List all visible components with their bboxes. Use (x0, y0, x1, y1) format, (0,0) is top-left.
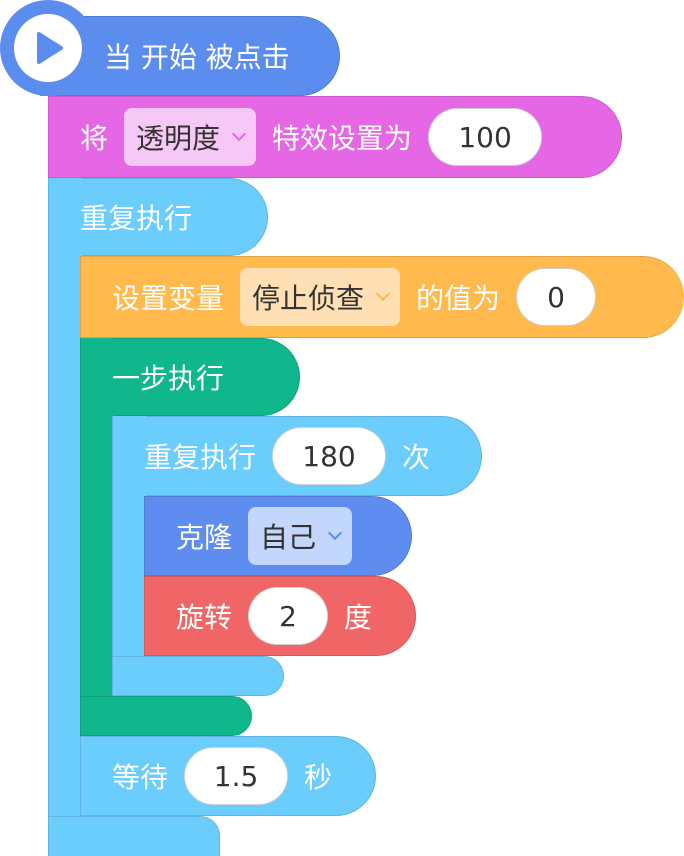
repeat-suffix: 次 (402, 441, 431, 474)
set-effect-prefix: 将 (80, 122, 109, 155)
wait-prefix: 等待 (112, 761, 169, 794)
wait-seconds-input[interactable]: 1.5 (184, 747, 289, 805)
hat-row: 当 开始 被点击 (104, 16, 290, 96)
repeat-block-arm (112, 416, 146, 696)
set-variable-row: 设置变量 停止侦查 的值为 0 (112, 256, 597, 338)
chevron-down-icon (327, 525, 343, 541)
effect-dropdown-value: 透明度 (136, 122, 221, 155)
rotate-degrees-input[interactable]: 2 (248, 587, 329, 645)
run-once-row: 一步执行 (112, 338, 224, 416)
repeat-row: 重复执行 180 次 (144, 416, 430, 496)
repeat-block-foot (112, 656, 284, 696)
clone-prefix: 克隆 (176, 521, 233, 554)
run-once-block-foot (80, 696, 252, 736)
rotate-row: 旋转 2 度 (176, 576, 372, 656)
clone-target-dropdown[interactable]: 自己 (248, 507, 353, 565)
effect-value-input[interactable]: 100 (428, 108, 543, 166)
play-icon[interactable] (14, 14, 82, 82)
hat-label: 当 开始 被点击 (104, 41, 290, 74)
set-effect-middle: 特效设置为 (272, 122, 413, 155)
forever-block-foot (48, 816, 220, 856)
play-triangle (37, 32, 63, 64)
forever-block-arm (48, 178, 82, 856)
clone-target-value: 自己 (260, 521, 317, 554)
set-variable-middle: 的值为 (416, 282, 501, 315)
forever-label: 重复执行 (80, 202, 193, 235)
set-variable-prefix: 设置变量 (112, 282, 225, 315)
run-once-block-arm (80, 338, 114, 736)
chevron-down-icon (375, 286, 391, 302)
wait-row: 等待 1.5 秒 (112, 736, 332, 816)
forever-block[interactable] (48, 178, 268, 256)
set-effect-row: 将 透明度 特效设置为 100 (80, 96, 543, 178)
repeat-prefix: 重复执行 (144, 441, 257, 474)
run-once-label: 一步执行 (112, 362, 225, 395)
clone-row: 克隆 自己 (176, 496, 353, 576)
effect-dropdown[interactable]: 透明度 (124, 108, 257, 166)
forever-row: 重复执行 (80, 178, 192, 256)
chevron-down-icon (231, 126, 247, 142)
rotate-prefix: 旋转 (176, 601, 233, 634)
variable-dropdown-value: 停止侦查 (252, 282, 365, 315)
repeat-times-input[interactable]: 180 (272, 427, 387, 485)
variable-dropdown[interactable]: 停止侦查 (240, 268, 401, 326)
rotate-suffix: 度 (344, 601, 373, 634)
run-once-block[interactable] (80, 338, 300, 416)
wait-suffix: 秒 (304, 761, 333, 794)
variable-value-input[interactable]: 0 (516, 268, 597, 326)
